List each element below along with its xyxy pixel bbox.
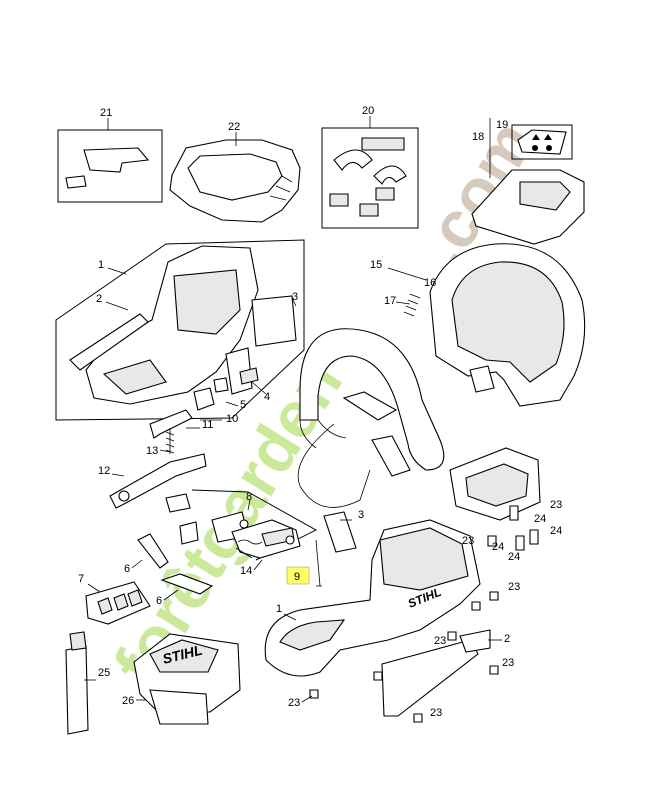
part-1-box-group (55, 239, 305, 421)
label-24-d: 24 (508, 551, 520, 563)
label-25: 25 (98, 667, 110, 679)
leader-lines (84, 267, 502, 703)
label-1-top: 1 (98, 259, 104, 271)
label-24-a: 24 (534, 513, 546, 525)
label-2-bottom: 2 (504, 633, 510, 645)
part-8-group (191, 489, 318, 561)
part-18-19-group (471, 118, 585, 245)
label-26: 26 (122, 695, 134, 707)
label-3-top: 3 (292, 291, 298, 303)
handle-group (297, 243, 586, 508)
label-19: 19 (496, 119, 508, 131)
label-23-f: 23 (288, 697, 300, 709)
bracket-right-group (449, 447, 541, 521)
screws-group (309, 505, 539, 723)
label-23-e: 23 (502, 657, 514, 669)
label-1-bottom: 1 (276, 603, 282, 615)
small-parts-group (109, 347, 259, 545)
label-21: 21 (100, 107, 112, 119)
part-22-group (169, 132, 301, 223)
label-23-c: 23 (508, 581, 520, 593)
label-14: 14 (240, 565, 252, 577)
label-13: 13 (146, 445, 158, 457)
label-10: 10 (226, 413, 238, 425)
label-11: 11 (202, 419, 213, 431)
label-16: 16 (424, 277, 436, 289)
label-23-a: 23 (550, 499, 562, 511)
label-24-c: 24 (492, 541, 504, 553)
label-23-g: 23 (430, 707, 442, 719)
label-7: 7 (78, 573, 84, 585)
highlight-part-9 (286, 566, 310, 585)
label-6-a: 6 (124, 563, 130, 575)
label-5: 5 (240, 399, 246, 411)
label-18: 18 (472, 131, 484, 143)
label-23-d: 23 (434, 635, 446, 647)
label-9: 9 (294, 571, 300, 583)
part-20-group (321, 116, 419, 229)
label-23-b: 23 (462, 535, 474, 547)
label-8: 8 (246, 491, 252, 503)
label-20: 20 (362, 105, 374, 117)
label-2-top: 2 (96, 293, 102, 305)
label-22: 22 (228, 121, 240, 133)
part-6-7-25-26-group (65, 533, 241, 735)
label-15: 15 (370, 259, 382, 271)
housing-lower-group: STIHL (264, 511, 491, 717)
label-17: 17 (384, 295, 396, 307)
label-3-mid: 3 (358, 509, 364, 521)
label-6-b: 6 (156, 595, 162, 607)
part-labels: 21 22 20 18 19 1 2 3 4 5 10 11 13 12 8 3… (78, 105, 562, 719)
label-24-b: 24 (550, 525, 562, 537)
label-4: 4 (264, 391, 270, 403)
label-12: 12 (98, 465, 110, 477)
part-21-group (57, 118, 163, 203)
